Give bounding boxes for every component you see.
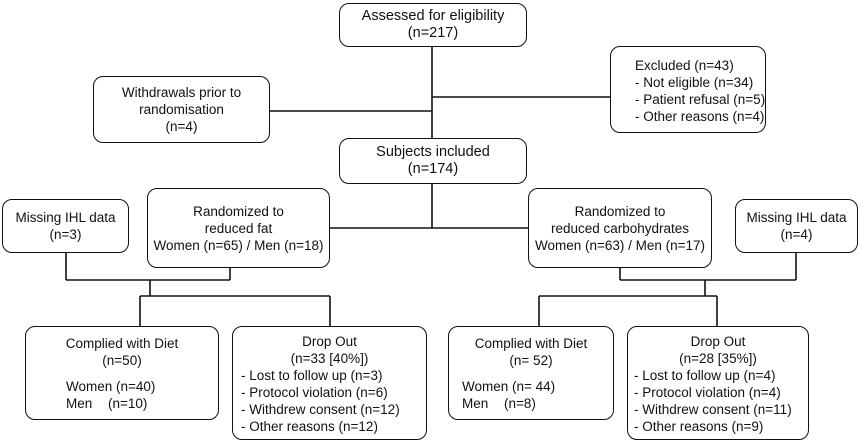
dropout-fat-title: Drop Out [302,334,357,349]
rand-fat-line3: Women (n=65) / Men (n=18) [153,237,324,253]
missing-ihl-right-box: Missing IHL data (n=4) [735,199,858,253]
dropout-carb-item: - Withdrew consent (n=11) [634,402,792,417]
withdrawals-count: (n=4) [165,119,198,134]
rand-carb-line3: Women (n=63) / Men (n=17) [534,237,706,253]
dropout-fat-item: - Lost to follow up (n=3) [241,368,383,383]
randomized-fat-box: Randomized to reduced fat Women (n=65) /… [147,188,330,268]
complied-carb-box: Complied with Diet (n= 52) Women (n= 44)… [448,326,614,420]
complied-carb-title: Complied with Diet [474,336,588,351]
complied-carb-women: Women (n= 44) [462,379,556,394]
complied-carb-men-label: Men [462,396,489,411]
rand-fat-line2: reduced fat [204,220,273,236]
withdrawals-box: Withdrawals prior to randomisation (n=4) [93,76,270,143]
dropout-fat-item: - Protocol violation (n=6) [241,385,388,400]
complied-fat-women: Women (n=40) [66,379,156,394]
complied-fat-men-label: Men [66,396,93,411]
complied-fat-men-count: (n=10) [108,396,148,411]
complied-carb-men-count: (n=8) [504,396,536,411]
rand-fat-line1: Randomized to [193,203,284,219]
withdrawals-line1: Withdrawals prior to [121,85,242,100]
included-count: (n=174) [407,161,459,177]
excluded-item: - Other reasons (n=4) [635,109,765,124]
dropout-carb-item: - Other reasons (n=9) [634,419,764,434]
assessed-title: Assessed for eligibility [361,8,505,24]
dropout-carb-item: - Lost to follow up (n=4) [634,368,776,383]
dropout-fat-item: - Other reasons (n=12) [241,419,378,434]
dropout-fat-box: Drop Out (n=33 [40%]) - Lost to follow u… [232,326,427,440]
withdrawals-line2: randomisation [139,102,224,117]
included-title: Subjects included [376,144,490,160]
complied-carb-count: (n= 52) [509,353,553,368]
rand-carb-line1: Randomized to [574,203,666,219]
rand-carb-line2: reduced carbohydrates [550,220,690,236]
missing-right-count: (n=4) [780,227,813,242]
excluded-item: - Not eligible (n=34) [635,75,754,90]
dropout-carb-title: Drop Out [690,334,746,349]
dropout-fat-item: - Withdrew consent (n=12) [241,402,400,417]
dropout-carb-count: (n=28 [35%]) [679,351,757,366]
dropout-carb-box: Drop Out (n=28 [35%]) - Lost to follow u… [627,326,809,440]
excluded-item: - Patient refusal (n=5) [635,92,766,107]
assessed-count: (n=217) [407,25,459,41]
excluded-box: Excluded (n=43) - Not eligible (n=34) - … [610,46,766,133]
missing-left-title: Missing IHL data [15,210,116,225]
randomized-carb-box: Randomized to reduced carbohydrates Wome… [528,188,712,268]
missing-right-title: Missing IHL data [746,210,847,225]
assessed-box: Assessed for eligibility (n=217) [339,3,527,47]
complied-fat-count: (n=50) [102,353,142,368]
complied-fat-title: Complied with Diet [65,336,179,351]
complied-fat-box: Complied with Diet (n=50) Women (n=40) M… [25,326,219,420]
dropout-fat-count: (n=33 [40%]) [290,351,369,366]
missing-ihl-left-box: Missing IHL data (n=3) [2,199,129,253]
dropout-carb-item: - Protocol violation (n=4) [634,385,781,400]
included-box: Subjects included (n=174) [339,138,527,184]
missing-left-count: (n=3) [49,227,82,242]
excluded-title: Excluded (n=43) [635,58,734,73]
